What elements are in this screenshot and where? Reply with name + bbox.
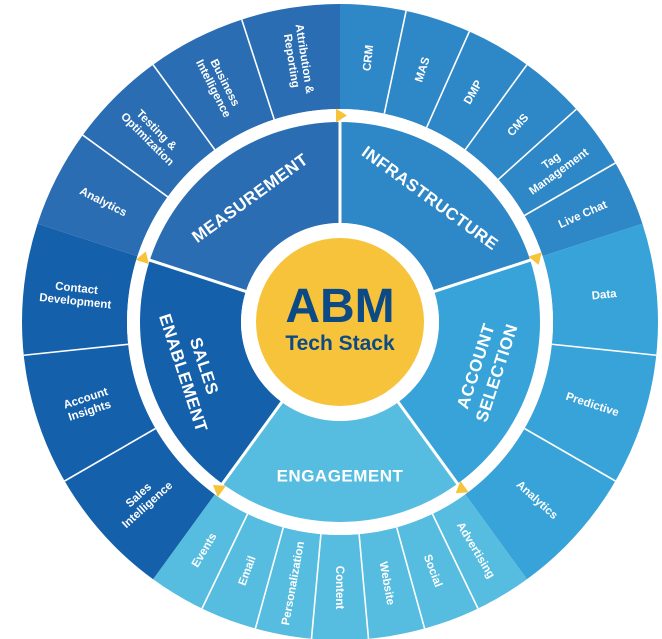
- mid-sector-account-selection: [398, 260, 540, 484]
- arrow-icon: [135, 251, 150, 265]
- outer-divider: [551, 343, 657, 357]
- mid-sector-engagement: [222, 402, 458, 522]
- mid-divider: [220, 399, 285, 487]
- outer-sector-measurement: [37, 4, 340, 257]
- center-hub: ABM Tech Stack: [256, 238, 424, 406]
- arrow-marker-3: [212, 484, 226, 498]
- arrow-icon: [212, 484, 226, 498]
- outer-divider: [64, 427, 156, 482]
- center-subtitle: Tech Stack: [285, 332, 395, 355]
- outer-divider: [254, 527, 285, 629]
- arrow-markers: [135, 108, 542, 498]
- outer-divider: [497, 108, 577, 181]
- outer-sector-engagement: [153, 494, 527, 639]
- mid-sector-infrastructure: [340, 122, 531, 292]
- outer-divider: [201, 513, 249, 609]
- outer-item-label: Data: [591, 288, 618, 303]
- outer-item-label: Contact: [55, 281, 99, 297]
- mid-label-text: ENGAGEMENT: [277, 467, 404, 486]
- arrow-icon: [455, 481, 469, 494]
- outer-divider: [358, 534, 370, 639]
- outer-divider: [464, 64, 528, 151]
- outer-item-account-selection-0: Data: [591, 288, 618, 303]
- mid-label-engagement: ENGAGEMENT: [277, 467, 404, 486]
- mid-divider: [395, 399, 460, 487]
- outer-sector-account-selection: [465, 223, 659, 580]
- outer-divider: [524, 162, 616, 217]
- outer-divider: [425, 31, 471, 128]
- outer-divider: [431, 513, 479, 609]
- outer-divider: [310, 534, 322, 639]
- arrow-marker-2: [455, 481, 469, 494]
- mid-sector-measurement: [149, 122, 340, 292]
- outer-divider: [524, 427, 616, 482]
- outer-item-engagement-3: Content: [333, 566, 345, 610]
- center-circle: [256, 238, 424, 406]
- mid-sector-sales-enablement: [139, 260, 282, 484]
- outer-item-infrastructure-0: CRM: [361, 44, 376, 71]
- mid-divider: [147, 258, 249, 294]
- outer-sector-infrastructure: [340, 4, 643, 257]
- outer-divider: [23, 343, 129, 357]
- outer-divider: [240, 19, 275, 120]
- mid-divider: [431, 258, 533, 294]
- outer-divider: [395, 527, 426, 629]
- arrow-marker-1: [528, 252, 542, 265]
- outer-item-label: CRM: [361, 44, 376, 71]
- arrow-icon: [336, 108, 347, 123]
- outer-item-label: Content: [333, 566, 345, 610]
- outer-divider: [383, 10, 407, 114]
- center-title: ABM: [285, 280, 394, 333]
- arrow-marker-4: [135, 251, 150, 265]
- outer-divider: [82, 134, 169, 198]
- arrow-marker-0: [336, 108, 347, 123]
- outer-divider: [152, 64, 216, 151]
- arrow-icon: [528, 252, 542, 265]
- outer-sector-sales-enablement: [21, 223, 215, 580]
